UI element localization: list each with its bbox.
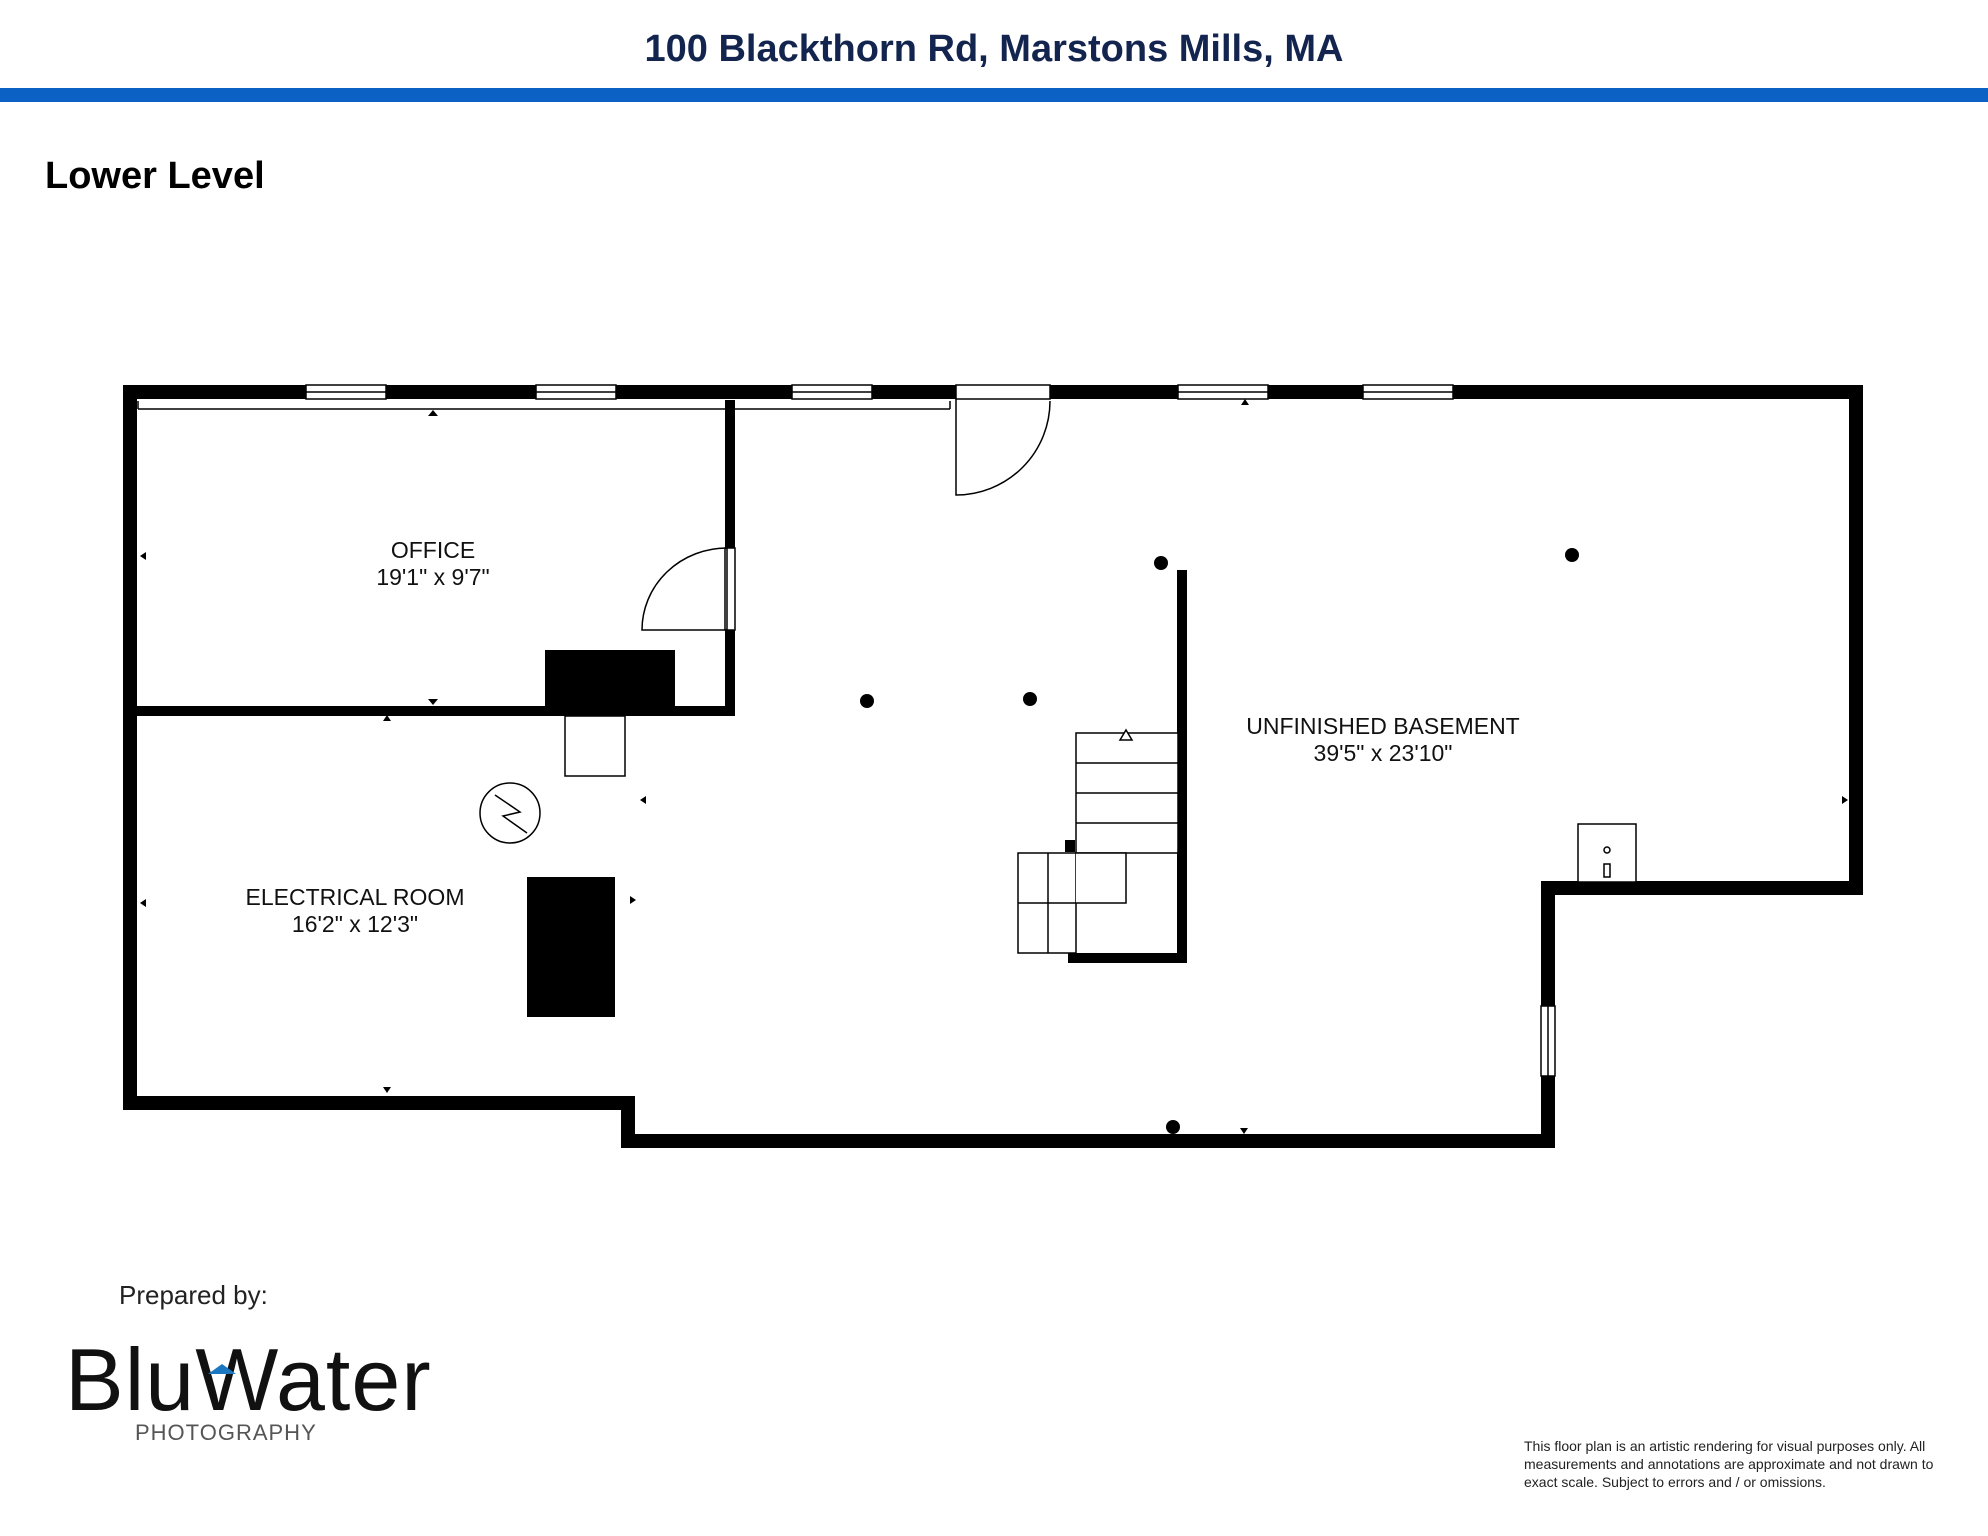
room-name-office: OFFICE [391, 537, 475, 563]
room-dims-electrical: 16'2" x 12'3" [292, 911, 418, 937]
support-posts [860, 548, 1579, 1134]
thin-lines [137, 401, 951, 410]
room-dims-basement: 39'5" x 23'10" [1314, 740, 1453, 766]
room-name-electrical: ELECTRICAL ROOM [246, 884, 465, 910]
disclaimer-text: This floor plan is an artistic rendering… [1524, 1438, 1934, 1490]
windows [305, 384, 1556, 1077]
header-accent-bar [0, 88, 1988, 102]
logo-wordmark: BluWater [65, 1330, 432, 1429]
fixtures [479, 650, 1637, 1017]
room-name-basement: UNFINISHED BASEMENT [1246, 713, 1519, 739]
doors [641, 384, 1051, 631]
prepared-by-label: Prepared by: [119, 1280, 268, 1310]
logo-subtitle: PHOTOGRAPHY [135, 1420, 317, 1445]
logo-roof-icon [208, 1364, 236, 1374]
bluwater-logo: BluWater PHOTOGRAPHY [65, 1330, 431, 1450]
room-dims-office: 19'1" x 9'7" [376, 564, 489, 590]
address-title: 100 Blackthorn Rd, Marstons Mills, MA [644, 28, 1344, 70]
interior-walls [130, 400, 1187, 963]
outer-walls [123, 385, 1863, 1148]
wall-markers [140, 399, 1848, 1134]
floor-level-label: Lower Level [45, 155, 265, 197]
stairs [1017, 728, 1179, 954]
